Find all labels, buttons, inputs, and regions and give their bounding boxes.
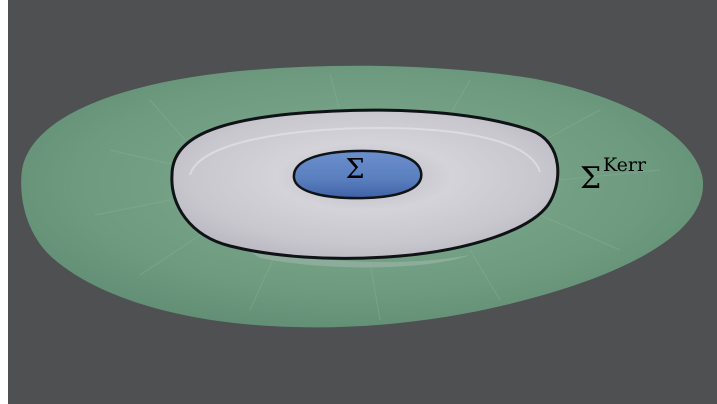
left-white-strip bbox=[0, 0, 8, 404]
outer-kerr-superscript: Kerr bbox=[603, 154, 647, 176]
outer-kerr-symbol: Σ bbox=[580, 161, 601, 196]
inner-sigma-label: Σ bbox=[345, 154, 364, 185]
